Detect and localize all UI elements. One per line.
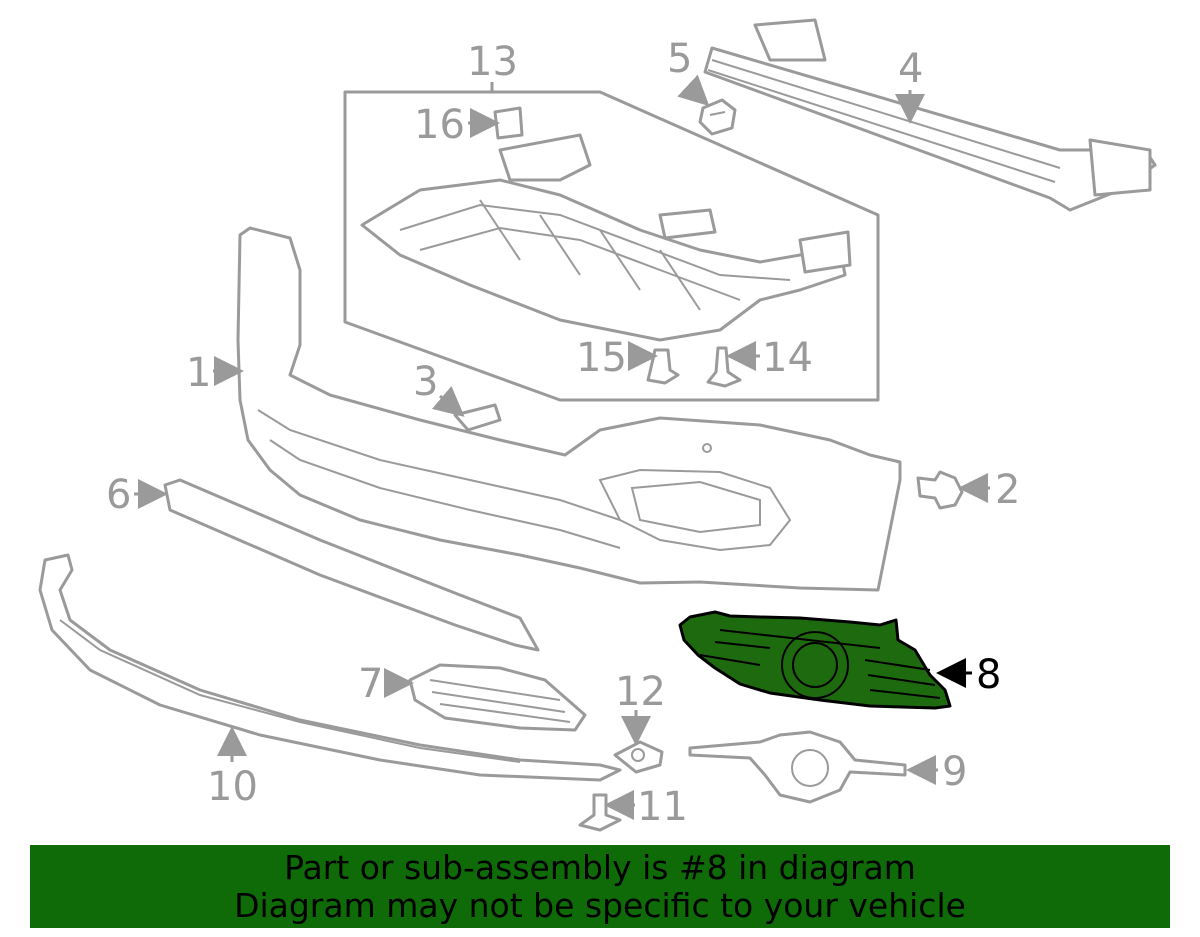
callout-11: 11 [637,784,688,830]
bracket-3 [453,403,502,432]
fastener-15 [646,348,680,385]
callout-6: 6 [106,472,131,518]
lower-trim-strip-6 [163,478,540,652]
callout-12: 12 [615,669,666,715]
callout-9: 9 [942,749,967,795]
impact-bar [703,18,1157,212]
clip-nut-12 [613,740,664,774]
callout-10: 10 [207,764,258,810]
notice-banner: Part or sub-assembly is #8 in diagram Di… [30,845,1170,928]
fog-bezel-9 [688,730,907,804]
stud-11 [578,793,622,832]
banner-line-2: Diagram may not be specific to your vehi… [234,885,966,925]
grille-insert-7 [408,663,587,732]
callout-4: 4 [898,46,923,92]
lower-spoiler-10 [38,553,622,782]
leader-lines [134,74,990,820]
banner-line-1: Part or sub-assembly is #8 in diagram [284,847,916,887]
callout-1: 1 [186,350,211,396]
bolt-5 [698,98,737,136]
callout-2: 2 [995,467,1020,513]
bumper-cover [236,226,902,592]
callout-16: 16 [414,102,465,148]
callout-8: 8 [976,652,1001,698]
callout-3: 3 [413,359,438,405]
callout-15: 15 [576,335,627,381]
callout-5: 5 [667,36,692,82]
callout-7: 7 [358,661,383,707]
callout-14: 14 [762,335,813,381]
fastener-14 [706,346,742,388]
splash-shield-assembly [343,90,880,402]
callout-13: 13 [467,39,518,85]
fog-lamp-grille-8 [678,610,952,710]
push-pin-2 [916,470,964,510]
